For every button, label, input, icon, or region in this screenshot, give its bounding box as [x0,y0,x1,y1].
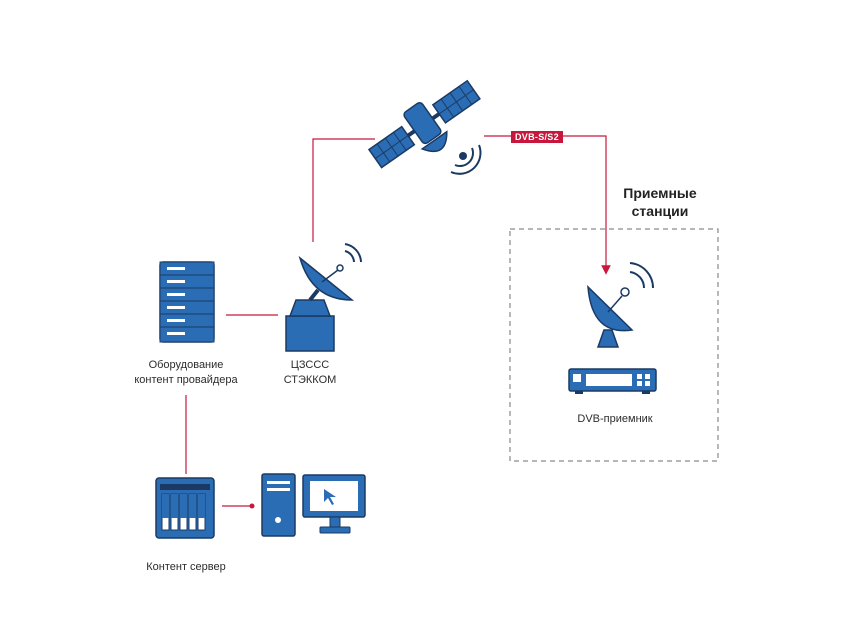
dvb-s-s2-tag: DVB-S/S2 [511,131,563,143]
provider-equipment-line1: Оборудование [148,359,224,371]
satellite-signal-icon [450,144,482,175]
provider-equipment-line2: контент провайдера [134,374,238,386]
downlink-line [484,135,611,275]
computer-workstation-icon [261,473,366,537]
hub-line1: ЦЗССС [290,359,330,371]
server-rack-icon [159,261,215,343]
uplink-line [312,138,375,242]
receiving-stations-box [509,228,719,462]
satellite-icon [367,79,481,169]
hub-label: ЦЗССС СТЭККОМ [260,358,360,388]
dvb-receiver-label: DVB-приемник [577,413,653,425]
uplink-dish-icon [285,243,362,352]
connection-lines [185,135,611,509]
receiving-stations-line1: Приемные [623,185,697,201]
dvb-receiver-box-icon [568,368,657,394]
hub-line2: СТЭККОМ [283,374,337,386]
receiving-stations-line2: станции [631,203,689,219]
provider-equipment-label: Оборудование контент провайдера [108,358,264,388]
receiving-stations-title: Приемные станции [600,184,720,220]
connector-dot [249,503,255,509]
content-server-label: Контент сервер [146,561,226,573]
receive-dish-icon [587,262,655,348]
storage-server-icon [155,477,215,539]
